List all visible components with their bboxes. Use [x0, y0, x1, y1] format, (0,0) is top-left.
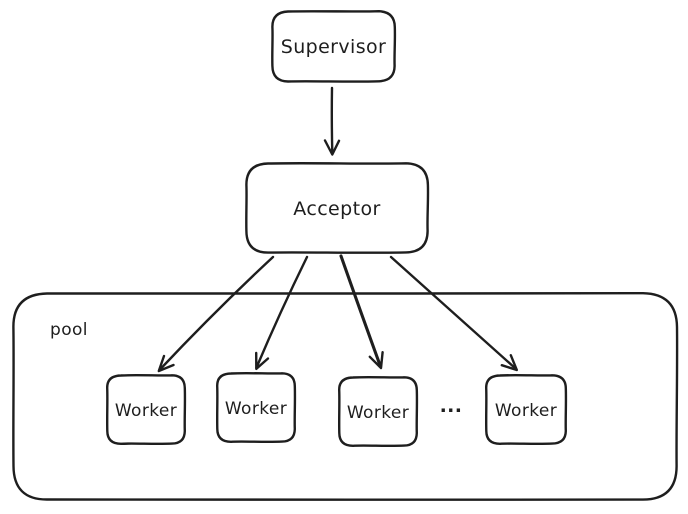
edge-acceptor-worker-4	[389, 255, 518, 372]
worker-node-3	[337, 375, 419, 448]
supervisor-node	[271, 10, 397, 83]
edge-acceptor-worker-3	[339, 254, 384, 370]
edge-acceptor-worker-1	[157, 255, 275, 373]
worker-label-2: Worker	[225, 399, 287, 419]
worker-node-1	[105, 373, 187, 446]
edge-acceptor-worker-2	[255, 255, 309, 370]
worker-node-4	[484, 373, 568, 446]
supervisor-label: Supervisor	[281, 36, 387, 58]
acceptor-label: Acceptor	[293, 198, 380, 220]
worker-label-4: Worker	[495, 401, 557, 421]
ellipsis-label: ...	[440, 395, 463, 417]
worker-label-3: Worker	[347, 403, 409, 423]
edge-supervisor-acceptor	[323, 86, 341, 156]
acceptor-node	[245, 162, 430, 254]
worker-label-1: Worker	[115, 401, 177, 421]
pool-label: pool	[50, 320, 88, 340]
worker-node-2	[215, 371, 297, 444]
